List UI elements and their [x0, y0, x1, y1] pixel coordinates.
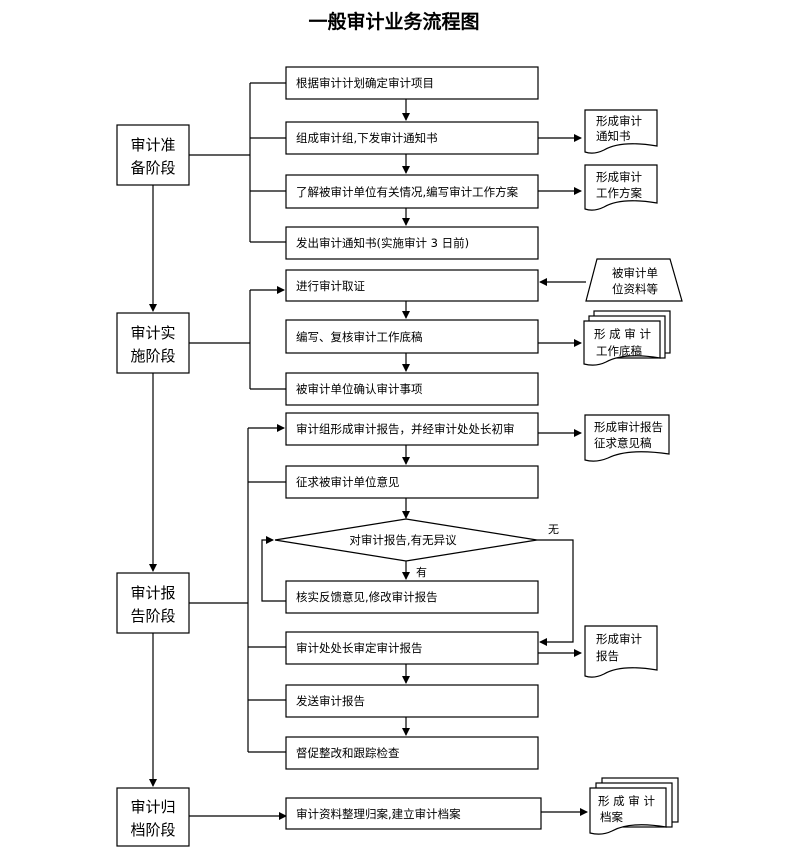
svg-text:发送审计报告: 发送审计报告 [296, 694, 365, 708]
svg-text:报告: 报告 [596, 649, 619, 663]
decision-yes-label: 有 [416, 565, 427, 579]
multi-document-shape: 形 成 审 计 工作底稿 [583, 310, 671, 366]
svg-text:审计归: 审计归 [130, 798, 175, 816]
svg-text:被审计单位确认审计事项: 被审计单位确认审计事项 [296, 382, 423, 396]
svg-text:审计组形成审计报告，并经审计处处长初审: 审计组形成审计报告，并经审计处处长初审 [296, 422, 515, 436]
svg-text:通知书: 通知书 [596, 129, 631, 143]
svg-text:征求意见稿: 征求意见稿 [594, 436, 652, 450]
svg-text:对审计报告,有无异议: 对审计报告,有无异议 [349, 533, 457, 547]
document-shape: 形成审计 报告 [584, 625, 658, 678]
step-box: 审计处处长审定审计报告 [285, 631, 539, 665]
step-box: 根据审计计划确定审计项目 [285, 66, 539, 100]
step-box: 发出审计通知书(实施审计 3 日前) [285, 226, 539, 260]
svg-text:被审计单: 被审计单 [612, 266, 658, 280]
svg-text:审计资料整理归案,建立审计档案: 审计资料整理归案,建立审计档案 [296, 807, 461, 821]
svg-text:审计准: 审计准 [130, 136, 175, 154]
step-box: 督促整改和跟踪检查 [285, 736, 539, 770]
step-box: 组成审计组,下发审计通知书 [285, 121, 539, 155]
step-arrows [261, 99, 574, 736]
svg-text:形 成 审 计: 形 成 审 计 [598, 794, 655, 808]
svg-text:档案: 档案 [600, 810, 623, 824]
step-box: 编写、复核审计工作底稿 [285, 319, 539, 354]
svg-text:形 成 审 计: 形 成 审 计 [594, 327, 651, 341]
step-box: 征求被审计单位意见 [285, 465, 539, 499]
step-box: 被审计单位确认审计事项 [285, 372, 539, 406]
svg-text:审计处处长审定审计报告: 审计处处长审定审计报告 [296, 641, 423, 655]
svg-text:形成审计: 形成审计 [596, 632, 642, 646]
phase-box-preparation: 审计准 备阶段 [116, 124, 190, 186]
svg-text:位资料等: 位资料等 [612, 282, 658, 296]
svg-text:进行审计取证: 进行审计取证 [296, 279, 365, 293]
phase-box-reporting: 审计报 告阶段 [116, 572, 190, 634]
multi-document-shape: 形 成 审 计 档案 [589, 777, 679, 835]
document-shape: 形成审计 工作方案 [584, 164, 658, 211]
step-box: 审计资料整理归案,建立审计档案 [285, 797, 542, 830]
step-box: 进行审计取证 [285, 269, 539, 302]
output-arrows [538, 134, 588, 816]
phase-box-implementation: 审计实 施阶段 [116, 312, 190, 374]
svg-text:审计报: 审计报 [130, 584, 175, 602]
svg-text:施阶段: 施阶段 [130, 347, 175, 365]
svg-text:组成审计组,下发审计通知书: 组成审计组,下发审计通知书 [296, 131, 438, 145]
svg-text:根据审计计划确定审计项目: 根据审计计划确定审计项目 [296, 76, 434, 90]
svg-text:形成审计: 形成审计 [596, 114, 642, 128]
svg-text:了解被审计单位有关情况,编写审计工作方案: 了解被审计单位有关情况,编写审计工作方案 [296, 185, 519, 199]
svg-text:核实反馈意见,修改审计报告: 核实反馈意见,修改审计报告 [296, 590, 438, 604]
document-shape: 形成审计报告 征求意见稿 [584, 414, 670, 462]
svg-text:发出审计通知书(实施审计 3 日前): 发出审计通知书(实施审计 3 日前) [296, 236, 469, 250]
input-trapezoid: 被审计单 位资料等 [585, 258, 683, 302]
svg-text:工作底稿: 工作底稿 [596, 344, 642, 358]
svg-text:形成审计报告: 形成审计报告 [594, 420, 663, 434]
svg-text:档阶段: 档阶段 [130, 821, 175, 839]
step-box: 了解被审计单位有关情况,编写审计工作方案 [285, 174, 539, 209]
document-shape: 形成审计 通知书 [584, 109, 658, 154]
svg-text:备阶段: 备阶段 [130, 159, 175, 177]
step-box: 审计组形成审计报告，并经审计处处长初审 [285, 412, 539, 446]
svg-text:工作方案: 工作方案 [596, 186, 642, 200]
decision-no-label: 无 [548, 523, 559, 536]
svg-text:形成审计: 形成审计 [596, 170, 642, 184]
phase-box-archiving: 审计归 档阶段 [116, 787, 190, 847]
bracket-lines [189, 82, 287, 820]
page-title: 一般审计业务流程图 [308, 10, 479, 33]
step-box: 核实反馈意见,修改审计报告 [285, 580, 539, 614]
svg-text:审计实: 审计实 [130, 324, 175, 342]
decision-diamond: 对审计报告,有无异议 [274, 518, 538, 562]
svg-text:告阶段: 告阶段 [130, 607, 175, 625]
svg-text:督促整改和跟踪检查: 督促整改和跟踪检查 [296, 746, 400, 760]
svg-text:编写、复核审计工作底稿: 编写、复核审计工作底稿 [296, 330, 423, 344]
step-box: 发送审计报告 [285, 684, 539, 718]
svg-text:征求被审计单位意见: 征求被审计单位意见 [296, 475, 400, 489]
